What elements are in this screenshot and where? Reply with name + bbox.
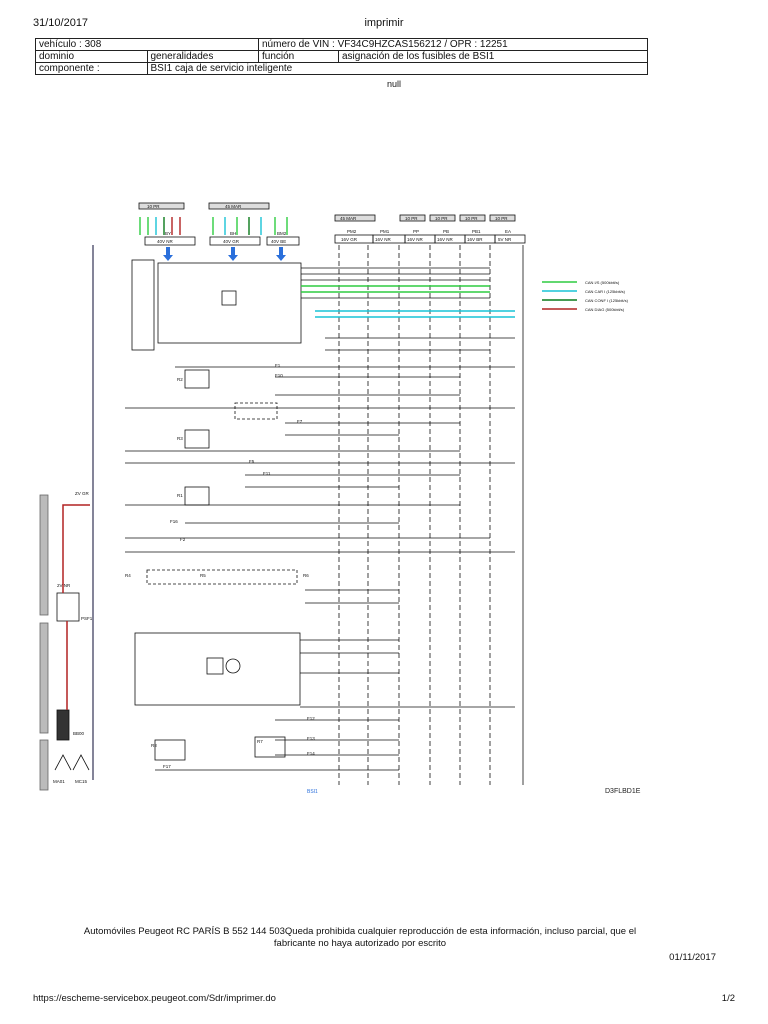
fuse-label: F13 [307,736,315,741]
fuse-label: F5 [249,459,255,464]
legend: CAN I/S (500kbit/s) CAN CAR I (125kbit/s… [542,280,629,312]
copyright-notice: Automóviles Peugeot RC PARÍS B 552 144 5… [40,926,680,950]
footer-date: 01/11/2017 [669,952,716,963]
relay-label: R3 [177,436,183,441]
legend-label: CAN DIAG (500kbit/s) [585,307,625,312]
legend-label: CAN CAR I (125kbit/s) [585,289,626,294]
side-label: 2V NR [57,583,71,588]
meta-cell: dominio [35,50,148,63]
connector-sub: 16V NR [375,237,392,242]
connector-label: EA [505,229,511,234]
connector-label: BM2 [277,231,287,236]
table-row: componente : BSI1 caja de servicio intel… [35,62,648,75]
fuse-label: F17 [163,764,171,769]
fuse-label: F1 [275,363,281,368]
side-label: MA01 [53,779,65,784]
meta-table: vehículo : 308 número de VIN : VF34C9HZC… [35,38,648,75]
relay-label: R5 [200,573,206,578]
print-date: 31/10/2017 [33,17,89,29]
connector-label: BH [230,231,236,236]
top-label: 10 PR [495,216,508,221]
print-title: imprimir [364,17,404,29]
connector-sub: 40V GR [223,239,240,244]
meta-cell: generalidades [146,50,259,63]
fuse-label: F7 [297,419,303,424]
fuse-label: F10 [275,373,283,378]
side-label: BB00 [73,731,85,736]
meta-cell: función [258,50,339,63]
table-row: dominio generalidades función asignación… [35,50,648,63]
top-label: 10 PR [465,216,478,221]
bottom-label: BSI1 [307,789,318,795]
top-label: 10 PR [435,216,448,221]
null-text: null [386,79,401,89]
fuse-label: F14 [307,751,315,756]
connector-sub: 16V NR [437,237,454,242]
connector-sub: 40V BE [271,239,286,244]
connector-sub: 16V BR [467,237,483,242]
relay-label: R8 [151,743,157,748]
page-url[interactable]: https://escheme-servicebox.peugeot.com/S… [33,993,276,1004]
top-label: 45 MAR [340,216,357,221]
relay-label: R6 [303,573,309,578]
connector-label: PB [443,229,449,234]
page-number: 1/2 [721,993,735,1004]
legend-label: CAN CONF I (125kbit/s) [585,298,629,303]
side-label: ZV GR [75,491,90,496]
connector-sub: 16V NR [407,237,424,242]
fuse-label: F16 [170,519,178,524]
connector-label: PP [413,229,419,234]
connector-label: PB1 [472,229,481,234]
meta-cell: vehículo : 308 [35,38,259,51]
relay-label: R7 [257,739,263,744]
fuse-label: F12 [307,716,315,721]
relay-label: R1 [177,493,183,498]
connector-label: PM1 [380,229,390,234]
connector-label: BY [165,231,171,236]
side-label: PSF1 [81,616,93,621]
meta-cell: número de VIN : VF34C9HZCAS156212 / OPR … [258,38,648,51]
relay-label: R4 [125,573,131,578]
meta-cell: componente : [35,62,148,75]
connector-sub: 40V NR [157,239,174,244]
relay-label: R2 [177,377,183,382]
connector-sub: 16V GR [341,237,358,242]
connector-label: PM2 [347,229,357,234]
table-row: vehículo : 308 número de VIN : VF34C9HZC… [35,38,648,51]
fuse-label: F11 [263,471,271,476]
wiring-diagram: 10 PR 45 MAR 10 PR 45 MAR 10 PR 10 PR 10… [39,202,641,795]
copyright-line: Automóviles Peugeot RC PARÍS B 552 144 5… [83,926,637,937]
meta-cell: asignación de los fusibles de BSI1 [338,50,648,63]
fuse-label: F2 [180,537,186,542]
side-label: MC15 [75,779,88,784]
connector-sub: 5V NR [498,237,512,242]
top-label: 10 PR [405,216,418,221]
copyright-line: fabricante no haya autorizado por escrit… [273,938,447,949]
top-label: 45 MAR [225,204,242,209]
top-label: 10 PR [147,204,160,209]
legend-label: CAN I/S (500kbit/s) [585,280,620,285]
meta-cell: BSI1 caja de servicio inteligente [146,62,648,75]
diagram-code: D3FLBD1E [605,788,641,795]
